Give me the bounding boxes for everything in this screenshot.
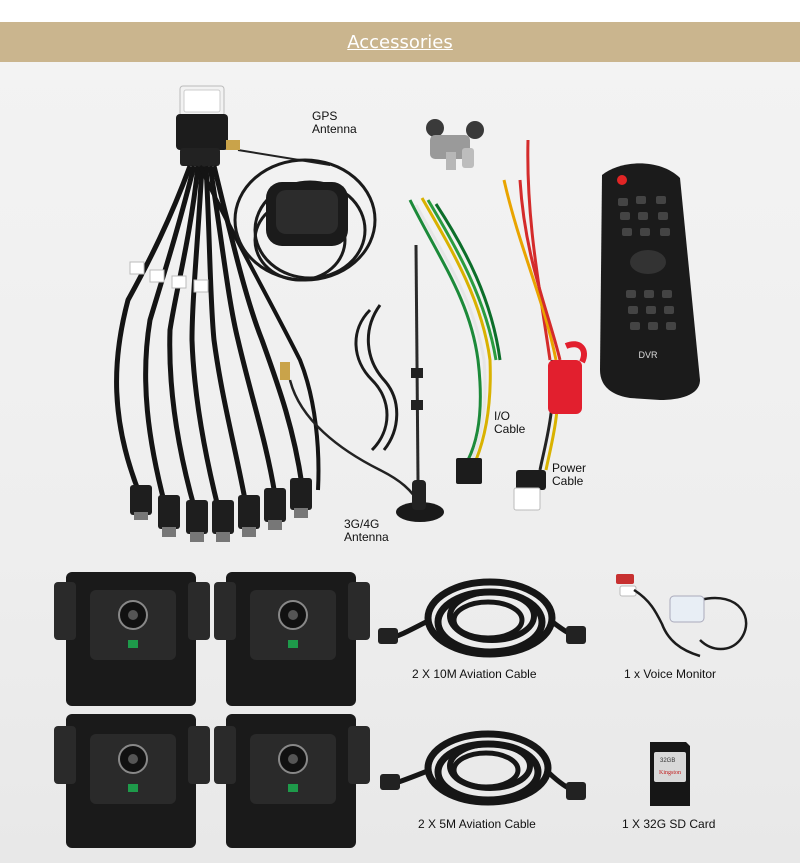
camera-4 xyxy=(214,714,370,848)
io-cable xyxy=(408,197,502,484)
label-sd-card: 1 X 32G SD Card xyxy=(622,817,716,831)
power-cable xyxy=(502,139,587,511)
remote-brand: DVR xyxy=(638,350,658,360)
label-power-line2: Cable xyxy=(552,474,584,488)
voice-monitor xyxy=(616,574,748,658)
sd-card: 32GB Kingston xyxy=(650,742,690,806)
aviation-cable-10m xyxy=(378,578,586,658)
3g-4g-antenna xyxy=(280,244,444,522)
split-cable-harness xyxy=(114,85,321,542)
label-gps-line1: GPS xyxy=(312,109,338,123)
label-io-line1: I/O xyxy=(494,409,511,423)
label-io-cable: I/O Cable xyxy=(494,410,525,436)
keys xyxy=(426,119,484,170)
sd-card-brand: Kingston xyxy=(659,770,681,776)
section-title: Accessories xyxy=(347,31,453,53)
label-power-line1: Power xyxy=(552,461,587,475)
sd-card-capacity: 32GB xyxy=(660,758,675,764)
remote-control: DVR xyxy=(600,163,700,400)
label-io-line2: Cable xyxy=(494,422,526,436)
label-antenna-line2: Antenna xyxy=(344,530,389,544)
camera-3 xyxy=(54,714,210,848)
label-antenna-line1: 3G/4G xyxy=(344,517,380,531)
label-gps-antenna: GPS Antenna xyxy=(312,110,357,136)
label-aviation-cable-5m: 2 X 5M Aviation Cable xyxy=(418,817,536,831)
aviation-cable-5m xyxy=(380,730,586,806)
section-header: Accessories xyxy=(0,22,800,62)
camera-2 xyxy=(214,572,370,706)
label-aviation-cable-10m: 2 X 10M Aviation Cable xyxy=(412,667,537,681)
camera-1 xyxy=(54,572,210,706)
label-power-cable: Power Cable xyxy=(552,462,586,488)
label-gps-line2: Antenna xyxy=(312,122,357,136)
gps-antenna xyxy=(226,140,377,282)
label-voice-monitor: 1 x Voice Monitor xyxy=(624,667,717,681)
label-3g-4g-antenna: 3G/4G Antenna xyxy=(344,518,389,544)
